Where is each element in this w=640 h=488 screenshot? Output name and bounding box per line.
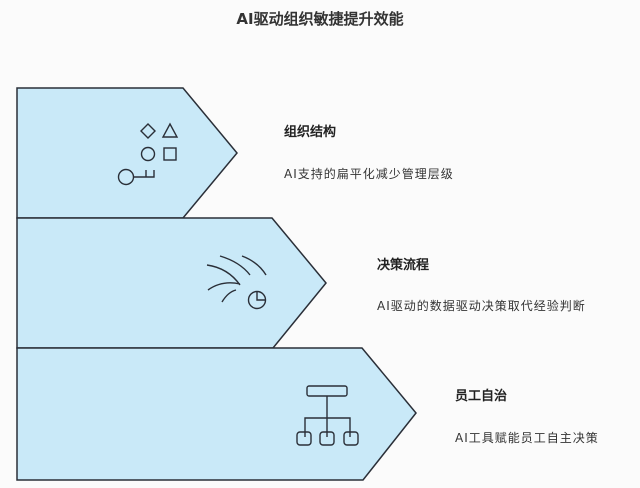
step-1-heading: 组织结构 [284, 125, 337, 140]
org-chart-icon [296, 385, 359, 446]
shapes-icon [117, 122, 179, 186]
diagram-title: AI驱动组织敏捷提升效能 [236, 10, 404, 28]
step-3-heading: 员工自治 [455, 389, 508, 404]
step-1-desc: AI支持的扁平化减少管理层级 [284, 167, 454, 181]
step-2-desc: AI驱动的数据驱动决策取代经验判断 [377, 299, 586, 313]
step-2-arrow [16, 217, 327, 349]
step-3-arrow [16, 347, 417, 481]
step-3-desc: AI工具赋能员工自主决策 [455, 431, 599, 445]
data-flow-pie-icon [206, 255, 267, 310]
step-2-heading: 决策流程 [377, 258, 430, 273]
step-1-arrow [16, 87, 238, 219]
